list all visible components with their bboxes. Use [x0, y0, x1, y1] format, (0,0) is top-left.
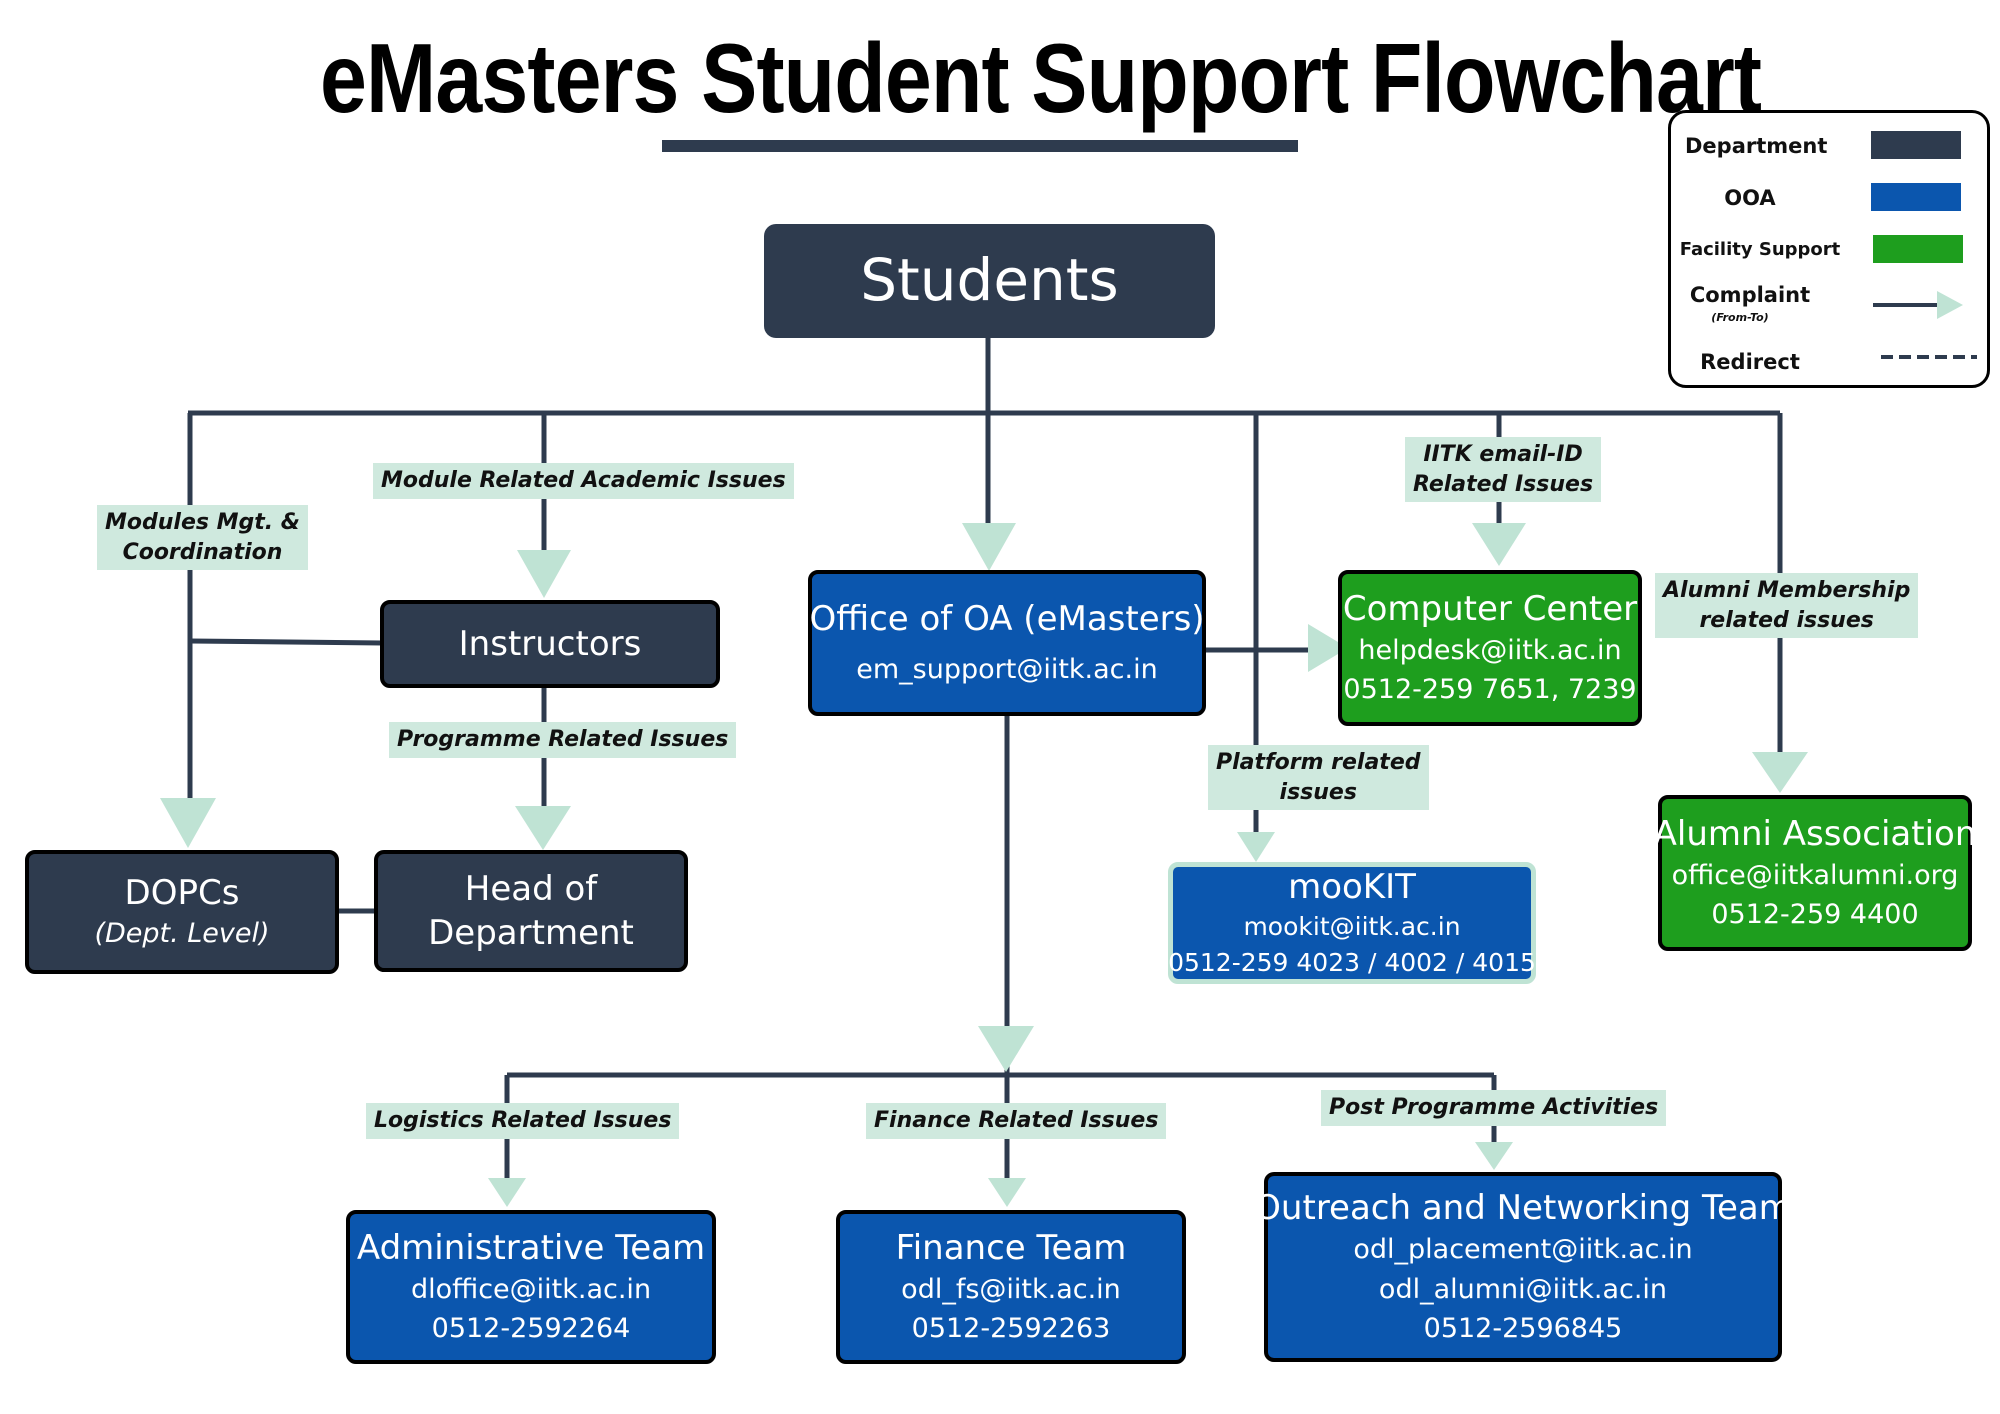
- edge-label-programme: Programme Related Issues: [389, 722, 737, 758]
- office-oa-node: Office of OA (eMasters) em_support@iitk.…: [808, 570, 1206, 716]
- outreach-team-email1: odl_placement@iitk.ac.in: [1353, 1234, 1693, 1266]
- office-oa-email: em_support@iitk.ac.in: [856, 653, 1158, 685]
- edge-label-finance: Finance Related Issues: [866, 1103, 1167, 1139]
- connector-line: [189, 638, 383, 646]
- edge-label-text: Post Programme Activities: [1329, 1095, 1659, 1120]
- legend-department-label: Department: [1685, 134, 1828, 158]
- mookit-title: mooKIT: [1288, 866, 1416, 907]
- computer-center-title: Computer Center: [1342, 588, 1638, 629]
- students-node: Students: [764, 224, 1215, 338]
- legend-complaint-arrow-icon: [1873, 291, 1963, 319]
- legend-redirect-dashed-line-icon: [1881, 355, 1977, 359]
- office-oa-title: Office of OA (eMasters): [809, 599, 1205, 640]
- alumni-association-phone: 0512-259 4400: [1711, 899, 1919, 931]
- legend-ooa-swatch: [1871, 183, 1961, 211]
- edge-label-text: related issues: [1699, 607, 1874, 633]
- legend-complaint-note: (From-To): [1711, 311, 1769, 324]
- edge-label-alumni-membership: Alumni Membership related issues: [1655, 573, 1919, 639]
- instructors-label: Instructors: [458, 623, 642, 664]
- legend-complaint-label: Complaint: [1689, 283, 1811, 307]
- legend-department-swatch: [1871, 131, 1961, 159]
- legend-facility-label: Facility Support: [1679, 239, 1841, 260]
- finance-team-phone: 0512-2592263: [911, 1313, 1111, 1345]
- edge-label-text: Coordination: [122, 539, 283, 565]
- finance-team-email: odl_fs@iitk.ac.in: [901, 1273, 1121, 1305]
- edge-label-text: Logistics Related Issues: [374, 1108, 672, 1133]
- title-underline: [662, 140, 1298, 152]
- edge-label-modules-mgt: Modules Mgt. & Coordination: [97, 505, 308, 571]
- computer-center-phone: 0512-259 7651, 7239: [1343, 674, 1637, 706]
- edge-label-platform: Platform related issues: [1208, 745, 1429, 811]
- edge-label-module-academic: Module Related Academic Issues: [373, 463, 794, 499]
- mookit-node: mooKIT mookit@iitk.ac.in 0512-259 4023 /…: [1168, 862, 1536, 984]
- edge-label-text: Related Issues: [1413, 471, 1594, 497]
- alumni-association-email: office@iitkalumni.org: [1671, 859, 1959, 891]
- finance-team-title: Finance Team: [895, 1227, 1127, 1268]
- dopcs-title: DOPCs: [124, 873, 240, 913]
- arrow-head: [1475, 1142, 1513, 1170]
- alumni-association-node: Alumni Association office@iitkalumni.org…: [1654, 795, 1976, 951]
- hod-line1: Head of: [464, 868, 598, 909]
- legend: Department OOA Facility Support Complain…: [1668, 110, 1990, 388]
- arrow-head: [1237, 832, 1275, 862]
- administrative-team-node: Administrative Team dloffice@iitk.ac.in …: [346, 1210, 716, 1364]
- administrative-team-phone: 0512-2592264: [431, 1313, 631, 1345]
- computer-center-node: Computer Center helpdesk@iitk.ac.in 0512…: [1338, 570, 1642, 726]
- head-of-department-node: Head of Department: [374, 850, 688, 972]
- edge-label-text: Module Related Academic Issues: [381, 468, 786, 493]
- hod-line2: Department: [428, 913, 634, 953]
- outreach-team-email2: odl_alumni@iitk.ac.in: [1378, 1273, 1668, 1305]
- computer-center-email: helpdesk@iitk.ac.in: [1358, 634, 1622, 666]
- arrow-head: [517, 550, 571, 598]
- edge-label-text: issues: [1279, 779, 1357, 805]
- students-label: Students: [860, 246, 1119, 315]
- edge-label-logistics: Logistics Related Issues: [366, 1103, 680, 1139]
- legend-facility-swatch: [1873, 235, 1963, 263]
- arrow-head: [1752, 752, 1808, 793]
- administrative-team-email: dloffice@iitk.ac.in: [410, 1273, 652, 1305]
- administrative-team-title: Administrative Team: [356, 1227, 706, 1268]
- arrow-head: [1308, 624, 1348, 672]
- arrow-head: [515, 806, 571, 850]
- arrow-head: [978, 1026, 1034, 1072]
- finance-team-node: Finance Team odl_fs@iitk.ac.in 0512-2592…: [836, 1210, 1186, 1364]
- arrow-head: [988, 1178, 1026, 1207]
- edge-label-text: Modules Mgt. &: [105, 510, 300, 535]
- edge-label-text: Finance Related Issues: [874, 1108, 1159, 1133]
- edge-label-text: Alumni Membership: [1663, 578, 1911, 603]
- arrow-head: [1472, 523, 1526, 566]
- edge-label-text: Programme Related Issues: [397, 727, 729, 752]
- instructors-node: Instructors: [380, 600, 720, 688]
- arrow-head: [160, 798, 216, 848]
- alumni-association-title: Alumni Association: [1653, 813, 1977, 854]
- edge-label-post-programme: Post Programme Activities: [1321, 1090, 1667, 1126]
- edge-label-text: IITK email-ID: [1423, 442, 1583, 467]
- outreach-team-phone: 0512-2596845: [1423, 1312, 1623, 1344]
- arrow-head: [488, 1178, 526, 1207]
- outreach-team-node: Outreach and Networking Team odl_placeme…: [1254, 1172, 1792, 1362]
- arrow-head: [962, 523, 1016, 571]
- edge-label-iitk-email: IITK email-ID Related Issues: [1405, 437, 1602, 503]
- dopcs-note: (Dept. Level): [94, 918, 270, 950]
- edge-label-text: Platform related: [1216, 750, 1421, 775]
- mookit-email: mookit@iitk.ac.in: [1243, 911, 1461, 941]
- mookit-phone: 0512-259 4023 / 4002 / 4015: [1168, 948, 1536, 978]
- dopcs-node: DOPCs (Dept. Level): [25, 850, 339, 974]
- legend-redirect-label: Redirect: [1700, 350, 1800, 374]
- legend-ooa-label: OOA: [1724, 186, 1776, 210]
- outreach-team-title: Outreach and Networking Team: [1254, 1188, 1792, 1229]
